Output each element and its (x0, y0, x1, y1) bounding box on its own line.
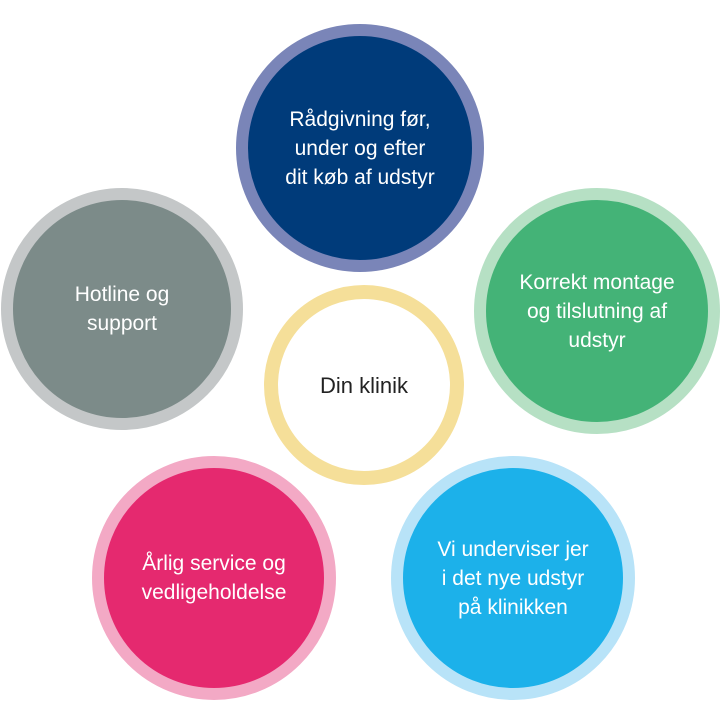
node-hotline: Hotline og support (1, 188, 243, 430)
center-node-clinic: Din klinik (264, 285, 464, 485)
node-training: Vi underviser jer i det nye udstyr på kl… (391, 456, 635, 700)
node-hotline-label: Hotline og support (74, 283, 170, 335)
node-advice: Rådgivning før, under og efter dit køb a… (236, 24, 484, 272)
node-installation: Korrekt montage og tilslutning af udstyr (474, 188, 720, 434)
node-annual-service: Årlig service og vedligeholdelse (92, 456, 336, 700)
node-advice-label: Rådgivning før, under og efter dit køb a… (285, 107, 435, 189)
node-annual-service-label: Årlig service og vedligeholdelse (141, 552, 287, 604)
center-node-label: Din klinik (319, 372, 409, 398)
node-training-label: Vi underviser jer i det nye udstyr på kl… (437, 537, 589, 619)
node-installation-label: Korrekt montage og tilslutning af udstyr (519, 270, 675, 352)
